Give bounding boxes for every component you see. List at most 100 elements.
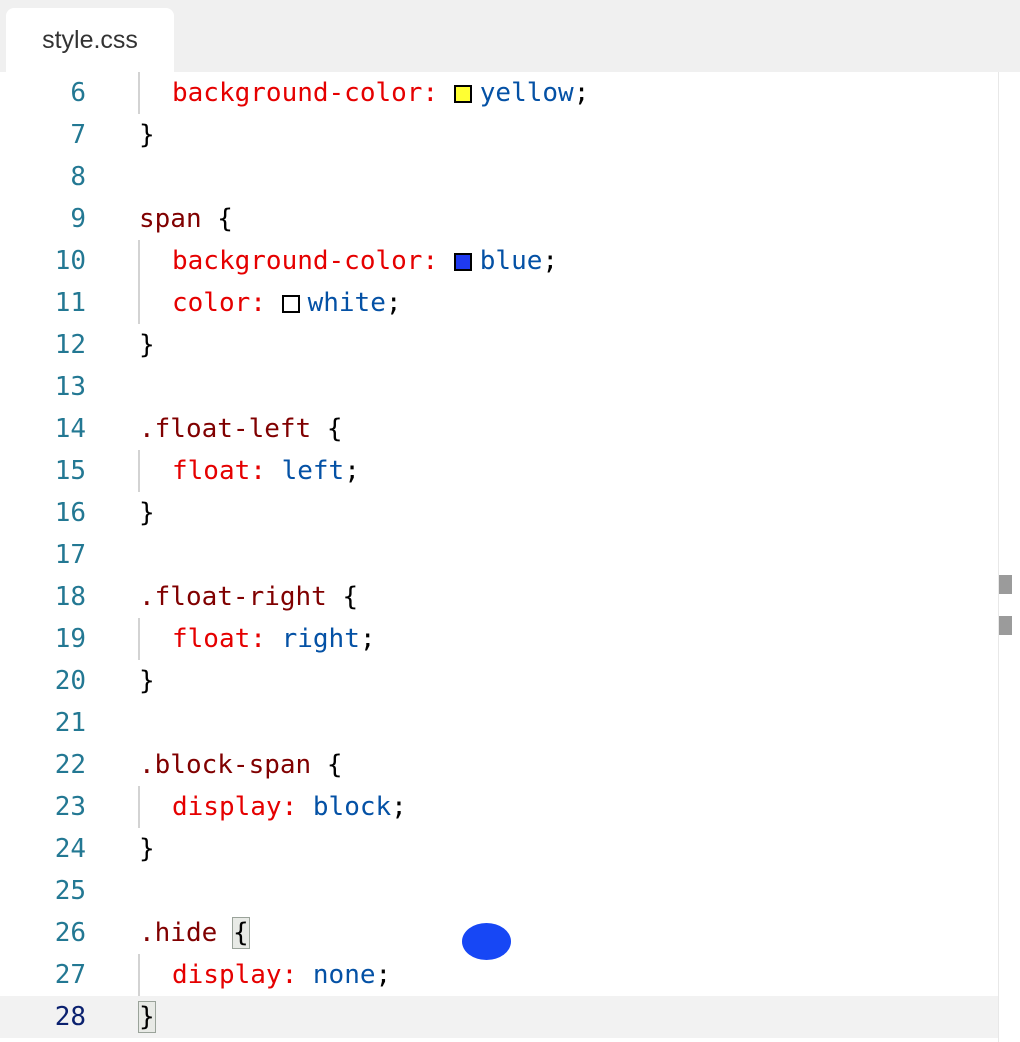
line-number: 21 — [54, 708, 86, 738]
indent-guide — [138, 618, 140, 660]
indent-guide — [138, 282, 140, 324]
code-line[interactable]: 27 display: none; — [0, 954, 998, 996]
semicolon: ; — [344, 456, 360, 486]
code-line[interactable]: 17 — [0, 534, 998, 576]
code-text: .float-left { — [139, 408, 343, 450]
css-property: float — [172, 624, 251, 654]
tab-style-css[interactable]: style.css — [6, 8, 174, 72]
line-number: 19 — [54, 624, 86, 654]
code-line[interactable]: 18 .float-right { — [0, 576, 998, 618]
css-selector: .block-span — [139, 750, 312, 780]
code-line[interactable]: 21 — [0, 702, 998, 744]
css-selector: .hide — [139, 918, 218, 948]
code-text: float: left; — [172, 450, 360, 492]
code-editor[interactable]: 6 background-color: yellow; 7 } 8 9 span… — [0, 72, 1020, 1042]
line-number: 14 — [54, 414, 86, 444]
code-text: .float-right { — [139, 576, 358, 618]
code-line[interactable]: 9 span { — [0, 198, 998, 240]
color-swatch-icon[interactable] — [453, 253, 472, 271]
code-line[interactable]: 20 } — [0, 660, 998, 702]
code-line-current[interactable]: 28 } — [0, 996, 998, 1038]
line-number: 10 — [54, 246, 86, 276]
line-number: 20 — [54, 666, 86, 696]
code-text: } — [138, 996, 156, 1038]
scrollbar[interactable] — [998, 72, 999, 1042]
code-line[interactable]: 26 .hide { — [0, 912, 998, 954]
code-line[interactable]: 24 } — [0, 828, 998, 870]
code-line[interactable]: 15 float: left; — [0, 450, 998, 492]
code-line[interactable]: 7 } — [0, 114, 998, 156]
line-number: 8 — [70, 162, 86, 192]
code-line[interactable]: 19 float: right; — [0, 618, 998, 660]
css-value: white — [307, 288, 386, 318]
css-value: right — [281, 624, 360, 654]
code-line[interactable]: 22 .block-span { — [0, 744, 998, 786]
code-line[interactable]: 25 — [0, 870, 998, 912]
code-line[interactable]: 12 } — [0, 324, 998, 366]
brace: } — [139, 498, 155, 528]
code-text: display: none; — [172, 954, 391, 996]
line-number: 28 — [54, 1002, 86, 1032]
brace: { — [217, 204, 233, 234]
colon: : — [250, 456, 266, 486]
code-text: background-color: blue; — [172, 240, 558, 282]
scrollbar-marker — [999, 575, 1012, 594]
line-number: 6 — [70, 78, 86, 108]
color-swatch-icon[interactable] — [453, 85, 472, 103]
indent-guide — [138, 450, 140, 492]
code-text: } — [139, 114, 155, 156]
brace: } — [139, 330, 155, 360]
code-text: display: block; — [172, 786, 407, 828]
line-number: 26 — [54, 918, 86, 948]
semicolon: ; — [573, 78, 590, 108]
code-line[interactable]: 13 — [0, 366, 998, 408]
brace: { — [326, 750, 343, 780]
code-line[interactable]: 16 } — [0, 492, 998, 534]
line-number: 13 — [54, 372, 86, 402]
color-swatch-icon[interactable] — [281, 295, 300, 313]
code-text: } — [139, 660, 155, 702]
tab-bar: style.css — [0, 0, 1020, 72]
css-selector: .float-right — [139, 582, 327, 612]
css-property: color — [172, 288, 251, 318]
indent-guide — [138, 72, 140, 114]
code-line[interactable]: 11 color: white; — [0, 282, 998, 324]
code-line[interactable]: 10 background-color: blue; — [0, 240, 998, 282]
current-line-highlight — [0, 996, 998, 1038]
line-number: 11 — [54, 288, 86, 318]
code-text: span { — [139, 198, 233, 240]
colon: : — [250, 624, 266, 654]
code-text: } — [139, 324, 155, 366]
line-number: 16 — [54, 498, 86, 528]
line-number: 15 — [54, 456, 86, 486]
css-selector: span — [139, 204, 202, 234]
indent-guide — [138, 786, 140, 828]
line-number: 27 — [54, 960, 86, 990]
line-number: 7 — [70, 120, 86, 150]
brace: } — [139, 120, 155, 150]
scrollbar-marker — [999, 616, 1012, 635]
brace: { — [326, 414, 343, 444]
code-line[interactable]: 23 display: block; — [0, 786, 998, 828]
indent-guide — [138, 240, 140, 282]
line-number: 9 — [70, 204, 86, 234]
brace: } — [139, 666, 155, 696]
code-line[interactable]: 14 .float-left { — [0, 408, 998, 450]
css-selector: .float-left — [139, 414, 312, 444]
code-line[interactable]: 6 background-color: yellow; — [0, 72, 998, 114]
line-number: 18 — [54, 582, 86, 612]
line-number: 22 — [54, 750, 86, 780]
colon: : — [422, 78, 439, 108]
css-property: display — [172, 960, 282, 990]
code-text: float: right; — [172, 618, 376, 660]
code-line[interactable]: 8 — [0, 156, 998, 198]
matched-close-brace: } — [138, 1001, 156, 1033]
colon: : — [250, 288, 266, 318]
css-value: block — [312, 792, 392, 822]
indent-guide — [138, 954, 140, 996]
semicolon: ; — [375, 960, 392, 990]
code-text: } — [139, 492, 155, 534]
line-number: 12 — [54, 330, 86, 360]
colon: : — [281, 960, 298, 990]
line-number: 24 — [54, 834, 86, 864]
